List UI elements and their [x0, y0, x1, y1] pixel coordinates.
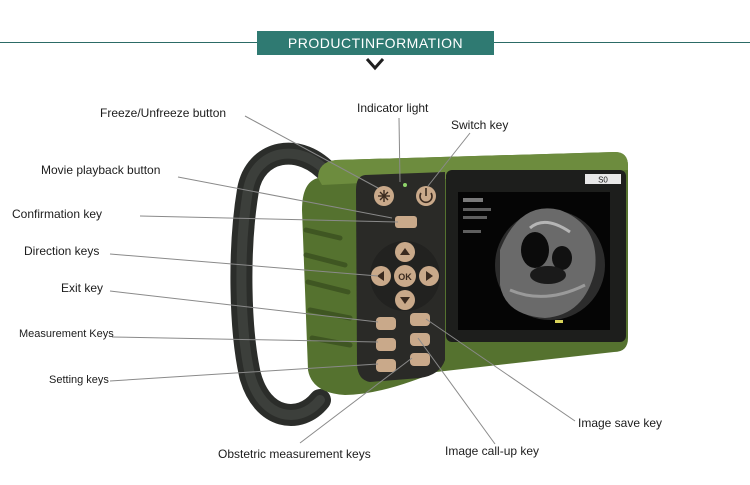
chevron-down-icon — [365, 58, 385, 71]
image-callup-key — [410, 333, 430, 346]
callout-indicator-light: Indicator light — [357, 101, 429, 115]
callout-direction-keys: Direction keys — [24, 244, 100, 258]
ok-key-label: OK — [398, 272, 412, 282]
leader-lines — [109, 115, 576, 445]
callout-image-call-up-key: Image call-up key — [445, 444, 540, 458]
callout-setting-keys: Setting keys — [49, 374, 109, 386]
measurement-key — [376, 317, 396, 330]
ultrasound-image — [495, 208, 605, 320]
callout-switch-key: Switch key — [451, 118, 509, 132]
confirm-key — [395, 216, 417, 228]
setting-key — [376, 359, 396, 372]
callout-measurement-keys: Measurement Keys — [19, 328, 114, 340]
callout-freeze-unfreeze-button: Freeze/Unfreeze button — [100, 106, 227, 120]
model-label: S0 — [598, 176, 608, 185]
measurement-key-2 — [376, 338, 396, 351]
section-banner: PRODUCTINFORMATION — [257, 31, 494, 55]
callout-confirmation-key: Confirmation key — [12, 207, 103, 221]
callout-movie-playback-button: Movie playback button — [41, 163, 161, 177]
indicator-light — [403, 183, 407, 187]
image-save-key — [410, 313, 430, 326]
callout-obstetric-measurement-keys: Obstetric measurement keys — [218, 447, 371, 461]
callout-exit-key: Exit key — [61, 281, 104, 295]
obstetric-key — [410, 353, 430, 366]
callout-image-save-key: Image save key — [578, 416, 663, 430]
model-plate — [585, 174, 621, 184]
ok-key — [394, 265, 416, 287]
